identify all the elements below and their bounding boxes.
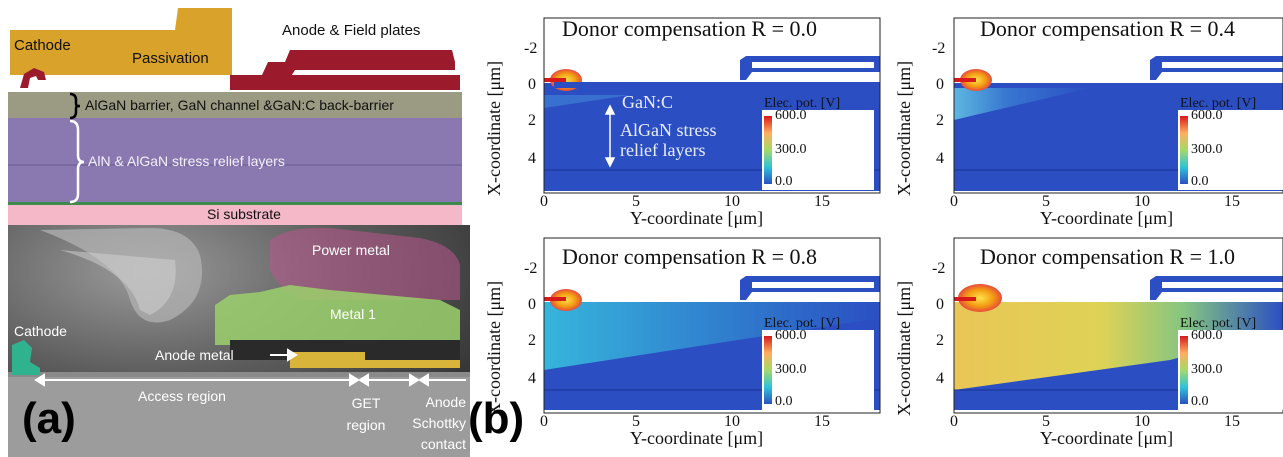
colorbar-mid: 300.0 (775, 142, 807, 157)
xtick-15: 15 (1224, 413, 1240, 430)
panel-a-label: (a) (22, 394, 76, 443)
x-axis-title-r08: Y-coordinate [μm] (630, 428, 764, 448)
ytick-m2: -2 (524, 260, 538, 277)
metal1-label: Metal 1 (330, 306, 376, 322)
ytick-4: 4 (936, 150, 944, 167)
colorbar-min: 0.0 (1191, 394, 1209, 409)
passivation-layer (10, 8, 232, 75)
xtick-5: 5 (632, 193, 640, 210)
colorbar-max: 600.0 (1191, 108, 1223, 123)
xtick-5: 5 (1042, 413, 1050, 430)
colorbar-mid: 300.0 (1191, 142, 1223, 157)
colorbar-title: Elec. pot. [V] (764, 96, 841, 111)
cathode-sem (12, 340, 40, 375)
anode-field-plates-label: Anode & Field plates (282, 22, 421, 39)
colorbar-title: Elec. pot. [V] (1180, 316, 1257, 331)
get-region-label: GET region (346, 395, 386, 433)
xtick-0: 0 (950, 193, 958, 210)
ytick-2: 2 (528, 332, 536, 349)
subplot-title-r00: Donor compensation R = 0.0 (562, 16, 817, 41)
xtick-10: 10 (1134, 413, 1150, 430)
ganc-label: GaN:C (622, 92, 673, 112)
colorbar-max: 600.0 (775, 108, 807, 123)
ytick-2: 2 (936, 332, 944, 349)
subplot-title-r10: Donor compensation R = 1.0 (980, 244, 1235, 269)
xtick-15: 15 (1224, 193, 1240, 210)
passivation-label: Passivation (132, 50, 209, 67)
stress-relief-label: AlN & AlGaN stress relief layers (88, 153, 285, 169)
anode-field-plates (230, 50, 455, 90)
ytick-m2: -2 (524, 40, 538, 57)
x-axis-title-r04: Y-coordinate [μm] (1040, 208, 1174, 228)
xtick-10: 10 (724, 413, 740, 430)
colorbar-title: Elec. pot. [V] (1180, 96, 1257, 111)
ytick-m2: -2 (932, 260, 946, 277)
ytick-0: 0 (936, 76, 944, 93)
colorbar-max: 600.0 (1191, 328, 1223, 343)
y-axis-title-r10: X-coordinate [μm] (894, 280, 914, 416)
ytick-0: 0 (528, 296, 536, 313)
anode-metal-label: Anode metal (155, 347, 234, 363)
substrate-label: Si substrate (207, 206, 281, 222)
barrier-layer (8, 92, 462, 118)
subplot-title-r08: Donor compensation R = 0.8 (562, 244, 817, 269)
y-axis-title-r00: X-coordinate [μm] (484, 60, 504, 196)
cathode-contact (20, 68, 46, 88)
ytick-0: 0 (936, 296, 944, 313)
cathode-label: Cathode (14, 37, 71, 54)
x-axis-title-r00: Y-coordinate [μm] (630, 208, 764, 228)
si-substrate (8, 205, 462, 225)
ytick-4: 4 (528, 150, 536, 167)
xtick-0: 0 (540, 193, 548, 210)
colorbar-min: 0.0 (775, 394, 793, 409)
anode-contact-label: Anode Schottky contact (412, 394, 466, 452)
xtick-0: 0 (540, 413, 548, 430)
ytick-m2: -2 (932, 40, 946, 57)
stress-relief-layer (8, 118, 462, 202)
colorbar-title: Elec. pot. [V] (764, 316, 841, 331)
ytick-4: 4 (936, 370, 944, 387)
colorbar-max: 600.0 (775, 328, 807, 343)
colorbar-min: 0.0 (1191, 174, 1209, 189)
colorbar-mid: 300.0 (1191, 362, 1223, 377)
colorbar-mid: 300.0 (775, 362, 807, 377)
y-axis-title-r04: X-coordinate [μm] (894, 60, 914, 196)
x-axis-title-r10: Y-coordinate [μm] (1040, 428, 1174, 448)
subplot-r10 (954, 276, 1283, 410)
device-schematic (8, 8, 470, 457)
power-metal-label: Power metal (312, 242, 390, 258)
barrier-label: AlGaN barrier, GaN channel &GaN:C back-b… (85, 97, 394, 113)
xtick-5: 5 (1042, 193, 1050, 210)
xtick-10: 10 (724, 193, 740, 210)
xtick-5: 5 (632, 413, 640, 430)
access-region-label: Access region (138, 388, 226, 404)
xtick-0: 0 (950, 413, 958, 430)
ytick-2: 2 (528, 112, 536, 129)
xtick-15: 15 (814, 193, 830, 210)
cathode-sem-label: Cathode (14, 323, 67, 339)
panel-a: Cathode Passivation Anode & Field plates… (0, 0, 470, 457)
subplot-title-r04: Donor compensation R = 0.4 (980, 16, 1235, 41)
anode-metal (290, 352, 460, 368)
panel-b-label: (b) (468, 394, 525, 443)
xtick-10: 10 (1134, 193, 1150, 210)
ytick-4: 4 (528, 370, 536, 387)
ytick-0: 0 (528, 76, 536, 93)
colorbar-min: 0.0 (775, 174, 793, 189)
xtick-15: 15 (814, 413, 830, 430)
stress-relief-sim-label: AlGaN stress relief layers (620, 120, 717, 160)
potential-maps (543, 17, 1283, 414)
colorbars (762, 110, 1283, 410)
panel-b: Donor compensation R = 0.0 Donor compens… (468, 0, 1283, 457)
metal-1 (215, 285, 460, 350)
power-metal (270, 227, 460, 300)
ytick-2: 2 (936, 112, 944, 129)
